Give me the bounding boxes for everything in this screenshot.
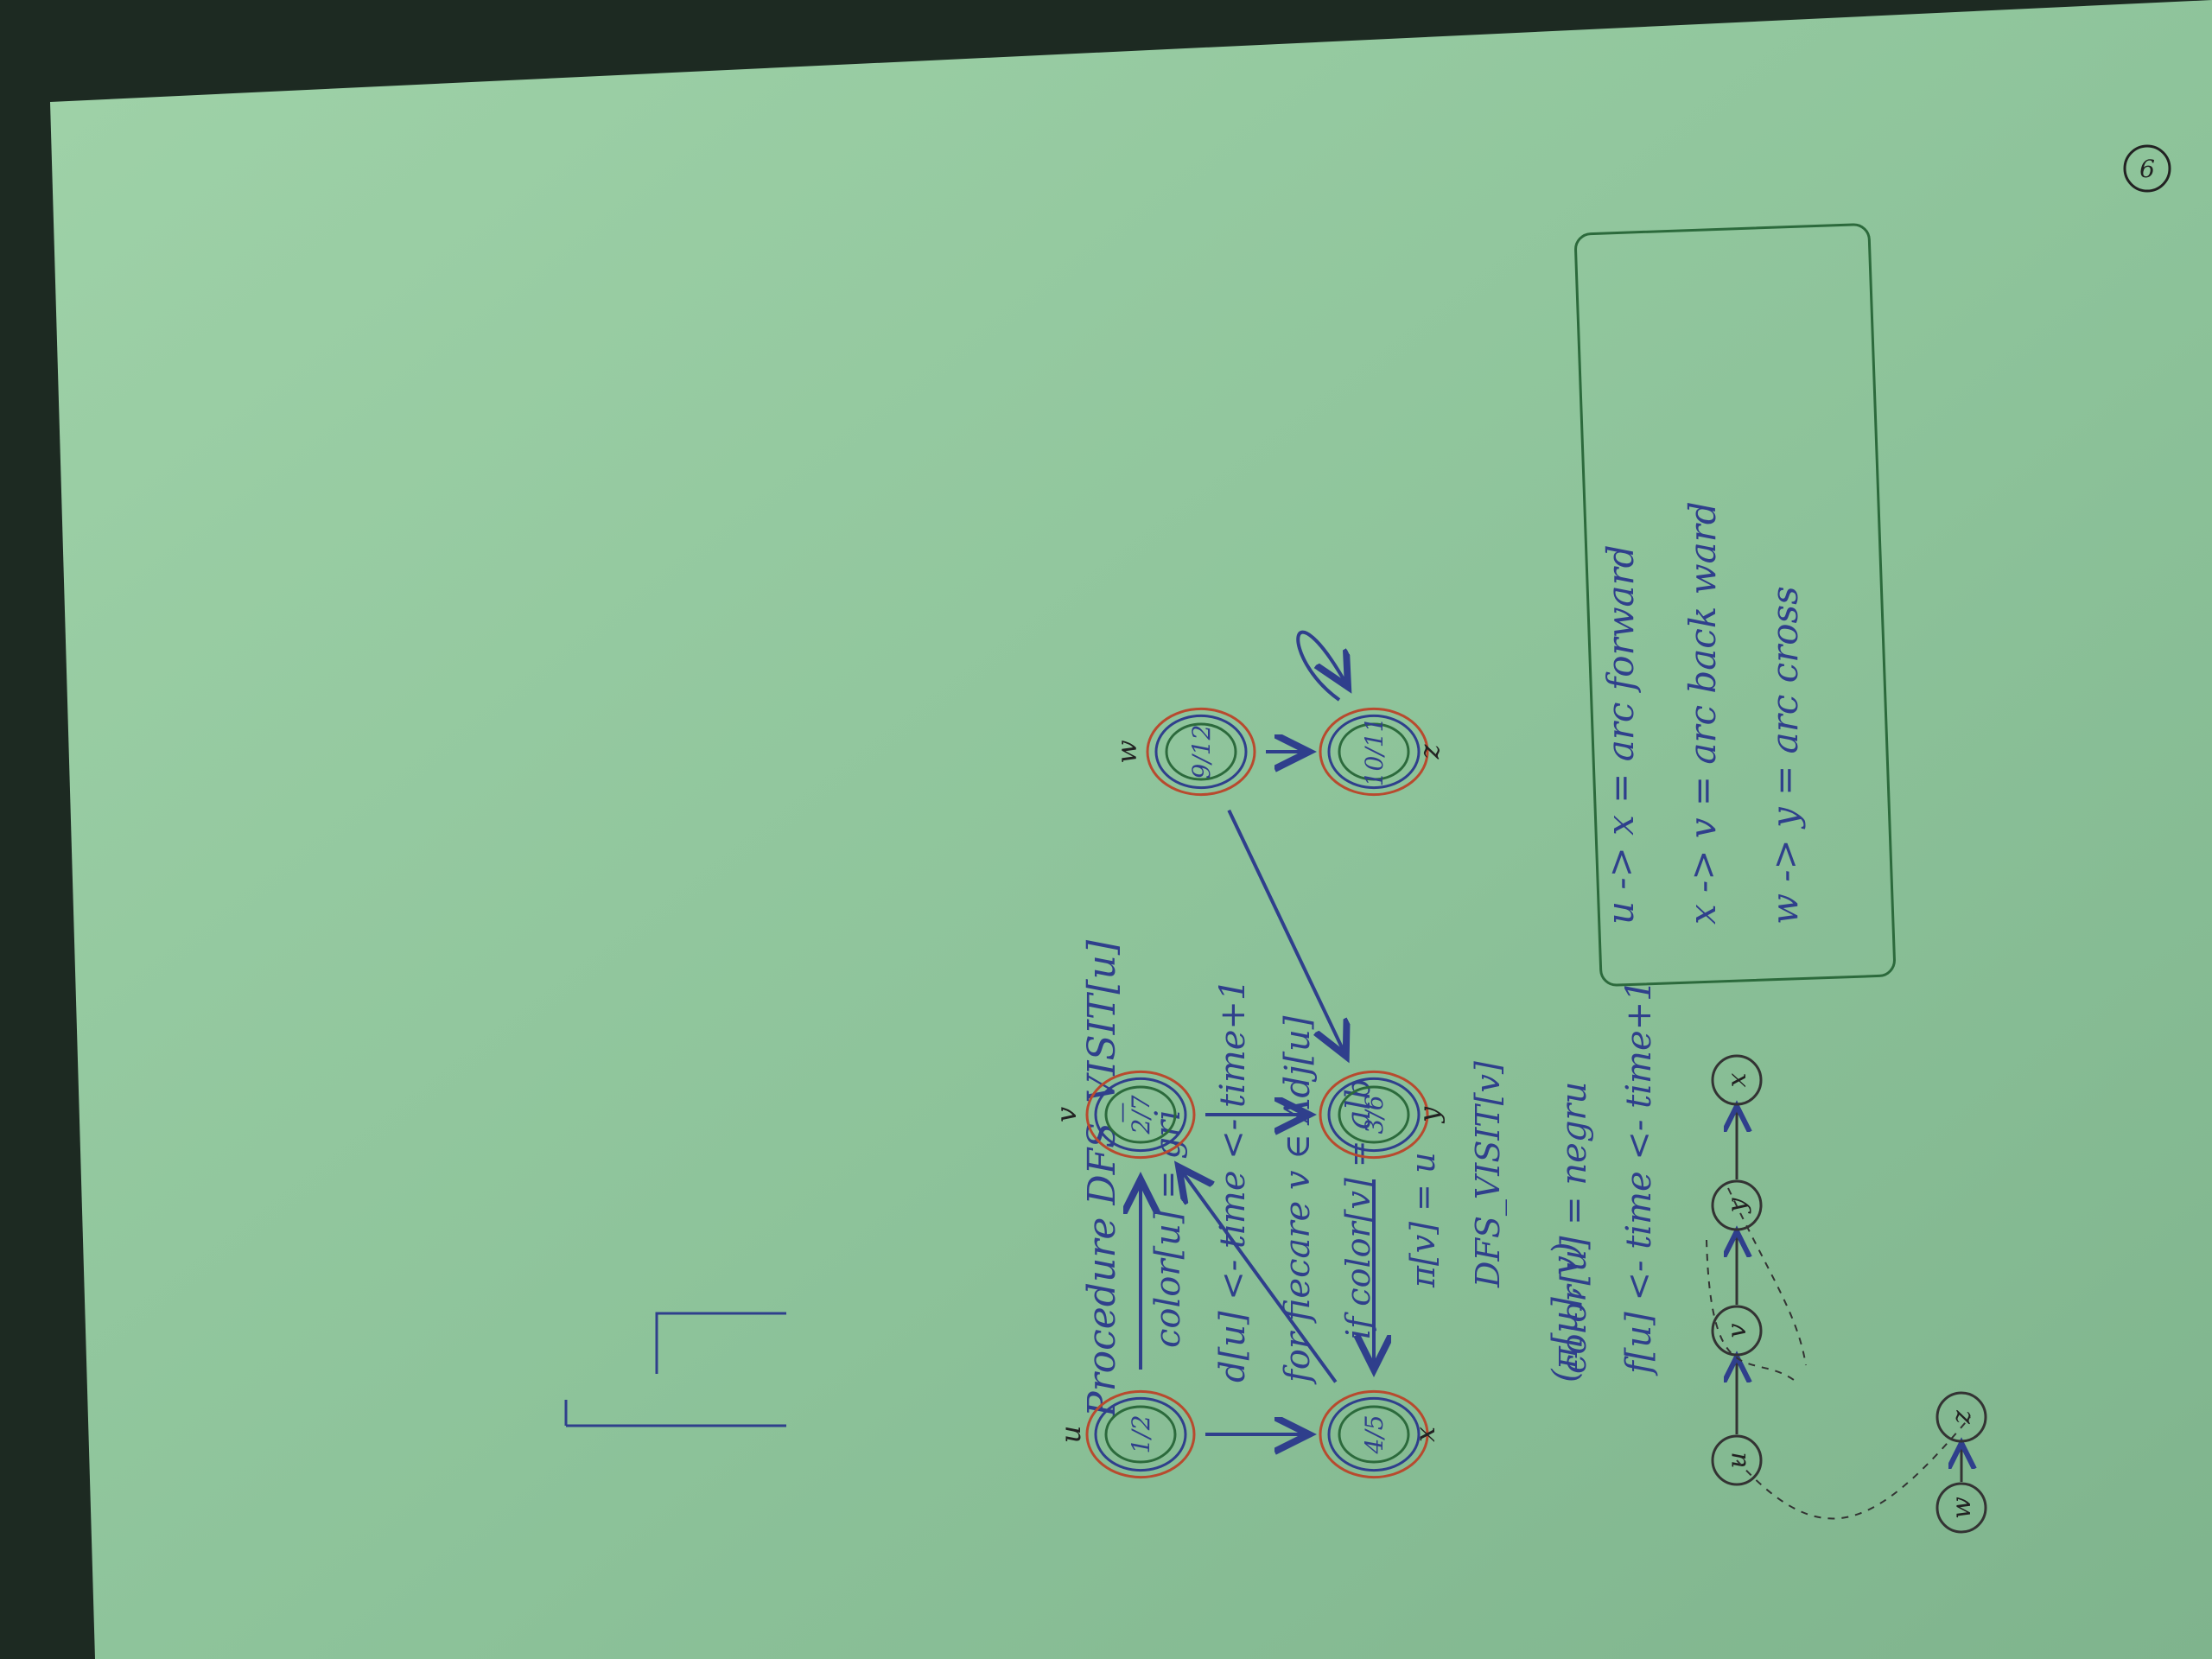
edge-type-cross: w -> y = arc cross: [1764, 586, 1806, 925]
graph-node-u: 1/2 u: [1054, 1389, 1196, 1479]
forest-forward-edge: [1736, 1416, 1971, 1520]
graph-node-label-y: y: [1413, 1106, 1446, 1124]
graph-edge-w-y: [1227, 809, 1346, 1057]
pseudo-line-4: for fiecare v ∈ Adj[u]: [1278, 1015, 1318, 1385]
graph-node-times-w: 9/12: [1187, 725, 1216, 779]
graph-node-x: 4/5 x: [1319, 1389, 1441, 1479]
forest-node-x: [1711, 1054, 1763, 1106]
dfs-graph-edges: [1141, 630, 1374, 1434]
forest-node-u: [1711, 1434, 1763, 1486]
graph-node-v: 2/7 v: [1050, 1070, 1196, 1160]
pseudo-bracket: [564, 1312, 786, 1427]
graph-node-label-u: u: [1054, 1426, 1087, 1444]
edge-types-box: u -> x = arc forward x -> v = arc back w…: [1574, 223, 1896, 987]
graph-node-y: 3/6 y: [1319, 1070, 1446, 1160]
forest-caption: (π[u], v): [1546, 1243, 1586, 1383]
graph-edge-x-v: [1179, 1167, 1338, 1383]
pseudo-line-5: if color[v] = alb: [1339, 1078, 1377, 1339]
edge-type-forward: u -> x = arc forward: [1599, 544, 1642, 925]
graph-edge-z-z: [1296, 630, 1348, 702]
graph-node-z: 10/11 z: [1319, 707, 1446, 797]
page-number: 6: [2123, 144, 2171, 193]
forest-node-label-v: v: [1722, 1323, 1752, 1338]
dfs-graph: 1/2 u 2/7 v 9/12 w 4/5 x 3/6 y 10/11 z: [1050, 707, 1446, 1479]
forest-back-edge: [1706, 1239, 1798, 1383]
graph-node-times-x: 4/5: [1360, 1414, 1389, 1454]
graph-node-times-z: 10/11: [1360, 717, 1389, 787]
svg-text:6: 6: [2139, 155, 2155, 183]
pseudo-line-3: d[u] <- time <- time+1: [1213, 979, 1253, 1382]
forest-cross-edge: [1727, 1187, 1807, 1366]
forest-edges: [1737, 1106, 1961, 1482]
pseudo-line-6: π[v] = u: [1404, 1152, 1442, 1288]
graph-node-label-z: z: [1413, 743, 1446, 760]
paper-sheet: [50, 0, 2212, 1659]
pseudo-line-1: Procedure DFS_VISIT[u]: [1080, 939, 1124, 1418]
graph-node-times-v: 2/7: [1127, 1095, 1155, 1135]
forest-node-y: [1711, 1179, 1763, 1231]
graph-node-label-x: x: [1408, 1427, 1441, 1442]
forest-node-z: [1936, 1391, 1987, 1443]
pseudo-line-7: DFS_VISIT[v]: [1469, 1061, 1508, 1288]
pseudo-line-8: color[u] = negru: [1554, 1082, 1594, 1374]
pseudo-line-9: f[u] <- time <- time+1: [1619, 979, 1659, 1376]
graph-node-times-u: 1/2: [1127, 1414, 1155, 1453]
edge-type-back: x -> v = arc back ward: [1681, 501, 1724, 925]
graph-node-label-v: v: [1050, 1107, 1083, 1122]
graph-node-times-y: 3/6: [1360, 1095, 1389, 1134]
forest-node-v: [1711, 1305, 1763, 1357]
pseudo-line-2: color[u] = gri: [1148, 1109, 1188, 1348]
forest-node-label-w: w: [1947, 1497, 1977, 1519]
forest-node-label-z: z: [1947, 1410, 1977, 1425]
graph-node-label-w: w: [1110, 740, 1143, 763]
forest-node-w: [1936, 1482, 1987, 1534]
graph-node-w: 9/12 w: [1110, 707, 1256, 797]
pseudocode-block: Procedure DFS_VISIT[u] color[u] = gri d[…: [1080, 939, 1659, 1418]
forest-node-label-x: x: [1722, 1072, 1752, 1087]
